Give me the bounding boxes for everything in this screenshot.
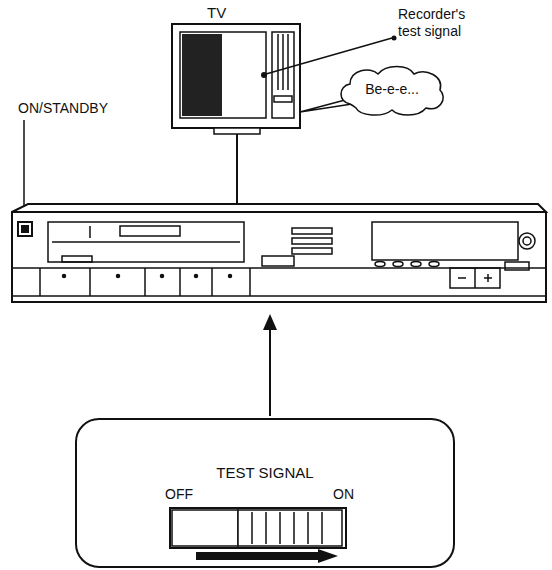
device-name: TV	[207, 4, 226, 22]
control-name: ON/STANDBY	[18, 100, 108, 117]
callout-label: Recorder's test signal	[398, 6, 488, 40]
sound-text: Be-e-e...	[336, 81, 448, 97]
speech-cloud: Be-e-e...	[336, 64, 448, 116]
switch-position: OFF	[165, 486, 193, 502]
switch-position: ON	[333, 486, 354, 502]
switch-title: TEST SIGNAL	[77, 464, 453, 481]
switch-callout-box: TEST SIGNAL OFF ON	[75, 418, 455, 568]
